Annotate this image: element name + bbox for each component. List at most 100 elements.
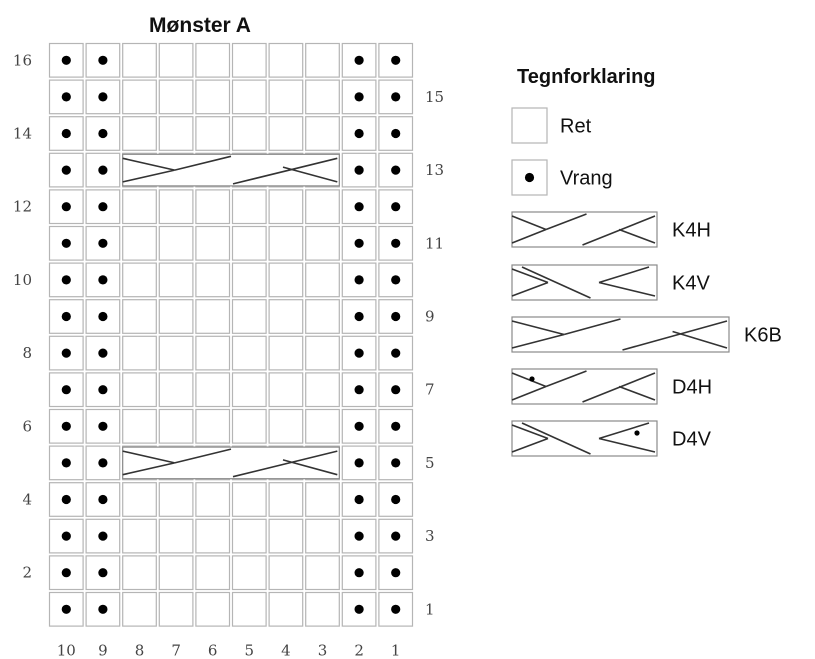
purl-dot: [61, 311, 71, 322]
k6b-symbol: [511, 316, 730, 353]
chart-cell: [268, 518, 304, 554]
purl-dot: [98, 238, 108, 248]
chart-cell: [231, 335, 267, 371]
chart-cell: [268, 42, 304, 78]
chart-cell: [195, 335, 231, 371]
chart-cell: [305, 262, 340, 298]
chart-cell: [231, 189, 267, 225]
legend-label: D4V: [672, 429, 712, 451]
chart-cell: [158, 189, 194, 225]
chart-cell: [122, 42, 157, 78]
purl-dot: [391, 55, 401, 65]
chart-cell: [195, 79, 231, 115]
purl-dot: [61, 458, 71, 468]
chart-cell: [231, 518, 267, 554]
chart-cell: [268, 408, 304, 444]
legend-item-k6b: K6B: [511, 316, 782, 353]
chart-cell: [122, 555, 157, 591]
cable-k6b-row-13: [122, 153, 340, 187]
chart-cell: [122, 189, 157, 225]
chart-cell: [305, 79, 340, 115]
legend-label: K6B: [744, 325, 782, 347]
column-label: 4: [281, 642, 291, 659]
chart-cell: [378, 372, 414, 408]
chart-cell: [195, 518, 231, 554]
purl-dot: [391, 275, 401, 285]
chart-cell: [158, 555, 194, 591]
chart-cell: [195, 408, 231, 444]
chart-cell: [268, 299, 304, 334]
chart-cell: [158, 225, 194, 261]
column-label: 10: [57, 642, 76, 659]
purl-dot: [354, 238, 364, 248]
purl-dot: [354, 494, 364, 505]
row-label-left: 2: [22, 564, 32, 582]
purl-dot: [98, 604, 108, 614]
purl-dot: [98, 275, 108, 285]
legend-item-knit: Ret: [511, 107, 592, 144]
chart-cell: [231, 591, 267, 627]
chart-cell: [195, 116, 231, 151]
chart-cell: [195, 42, 231, 78]
purl-dot: [61, 604, 71, 614]
chart-cell: [305, 372, 340, 408]
chart-cell: [158, 116, 194, 151]
chart-cell: [158, 79, 194, 115]
purl-dot: [391, 604, 401, 614]
purl-dot: [354, 275, 364, 285]
chart-cell: [158, 299, 194, 334]
chart-cell: [305, 482, 340, 517]
purl-dot: [98, 311, 108, 322]
purl-dot: [391, 458, 401, 468]
chart-cell: [195, 225, 231, 261]
cable-symbols: [122, 153, 340, 480]
column-label: 9: [98, 642, 108, 659]
purl-dot: [61, 202, 71, 212]
knit-symbol: [511, 107, 548, 144]
purl-dot: [354, 385, 364, 395]
purl-dot: [391, 348, 401, 358]
purl-dot: [354, 348, 364, 358]
purl-dot: [98, 202, 108, 212]
chart-cell: [268, 262, 304, 298]
purl-dot: [98, 385, 108, 395]
chart-cell: [378, 445, 414, 481]
purl-dot: [98, 128, 108, 139]
chart-title: Mønster A: [149, 14, 251, 37]
chart-cell: [231, 116, 267, 151]
purl-dot: [98, 568, 108, 578]
row-label-right: 7: [425, 381, 435, 399]
row-label-right: 1: [425, 600, 435, 618]
purl-dot: [61, 531, 71, 541]
chart-cell: [158, 408, 194, 444]
chart-cell: [122, 225, 157, 261]
chart-cell: [158, 335, 194, 371]
purl-dot: [61, 238, 71, 248]
chart-cell: [268, 482, 304, 517]
legend-label: D4H: [672, 377, 712, 399]
chart-cell: [122, 372, 157, 408]
chart-grid: [48, 42, 414, 627]
legend-item-k4v: K4V: [511, 264, 710, 301]
column-label: 2: [354, 642, 364, 659]
purl-dot: [61, 348, 71, 358]
purl-dot: [98, 458, 108, 468]
legend-label: Vrang: [560, 168, 613, 190]
row-label-right: 9: [425, 308, 435, 326]
chart-cell: [158, 482, 194, 517]
column-label: 3: [318, 642, 328, 659]
row-label-left: 14: [13, 125, 32, 143]
chart-cell: [195, 591, 231, 627]
chart-cell: [231, 555, 267, 591]
legend-item-k4h: K4H: [511, 211, 711, 248]
chart-cell: [268, 591, 304, 627]
chart-cell: [378, 408, 414, 444]
chart-cell: [341, 445, 377, 481]
purl-dot: [354, 92, 364, 102]
chart-cell: [122, 335, 157, 371]
chart-cell: [268, 189, 304, 225]
k4v-symbol: [511, 264, 658, 301]
chart-cell: [268, 225, 304, 261]
